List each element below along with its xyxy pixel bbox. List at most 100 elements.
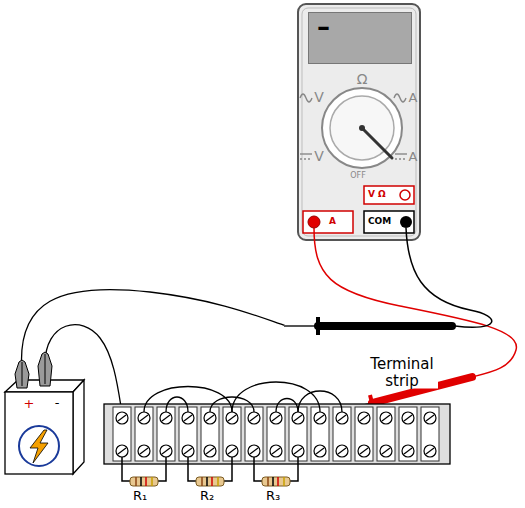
terminal	[289, 407, 307, 461]
terminal	[426, 415, 434, 421]
terminal-strip	[104, 404, 450, 464]
multimeter	[322, 88, 402, 168]
resistor-symbol	[196, 477, 224, 486]
terminal	[157, 407, 175, 461]
black-test-lead	[284, 325, 318, 327]
terminal	[358, 412, 370, 424]
terminal	[382, 415, 390, 421]
terminal	[206, 448, 214, 454]
terminal	[421, 407, 439, 461]
terminal	[179, 407, 197, 461]
polarity-mark: -	[55, 396, 60, 410]
dial-symbol	[395, 153, 407, 154]
terminal	[314, 445, 326, 457]
terminal	[336, 412, 348, 424]
dial-symbol	[300, 158, 312, 159]
terminal	[272, 448, 280, 454]
terminal	[314, 412, 326, 424]
resistor-symbol	[283, 477, 285, 486]
terminal	[113, 407, 131, 461]
terminal	[223, 407, 241, 461]
dial-symbol	[300, 94, 312, 102]
terminal	[421, 407, 439, 461]
terminal	[250, 415, 258, 421]
voltage-ohm-jack-text: V Ω	[368, 190, 386, 200]
terminal	[179, 407, 197, 461]
part-label: R₃	[266, 489, 280, 503]
terminal	[360, 448, 368, 454]
terminal	[426, 448, 434, 454]
alligator-clip	[15, 352, 52, 388]
multimeter	[330, 96, 394, 160]
terminal	[162, 448, 170, 454]
terminal	[118, 415, 126, 421]
terminal	[292, 412, 304, 424]
jack-panel	[303, 186, 414, 233]
terminal	[201, 407, 219, 461]
terminal	[226, 445, 238, 457]
dial-label: A	[409, 91, 418, 105]
voltage-ohm-jack: V Ω	[364, 186, 414, 204]
dial-label: V	[314, 149, 324, 164]
resistor-symbol	[188, 457, 232, 486]
terminal	[399, 407, 417, 461]
terminal	[272, 415, 280, 421]
dial-label: OFF	[350, 172, 366, 181]
resistor-symbol	[217, 477, 219, 486]
terminal	[355, 407, 373, 461]
terminal	[294, 415, 302, 421]
terminal	[377, 407, 395, 461]
multimeter	[298, 4, 420, 240]
black-test-lead	[400, 216, 412, 228]
resistor-symbol	[151, 477, 153, 486]
terminal	[338, 448, 346, 454]
resistor-symbol	[135, 477, 137, 486]
dial-symbol	[394, 94, 406, 102]
black-test-lead	[284, 216, 492, 335]
terminal	[248, 445, 260, 457]
jumper-wire	[166, 397, 188, 412]
resistor-symbol	[211, 477, 213, 486]
terminal	[162, 415, 170, 421]
jack-panel	[400, 190, 410, 200]
terminal	[226, 412, 238, 424]
terminal	[245, 407, 263, 461]
terminal	[292, 445, 304, 457]
terminal	[402, 412, 414, 424]
terminal-strip	[104, 404, 450, 464]
terminal	[270, 445, 282, 457]
terminal	[399, 407, 417, 461]
resistor-symbol	[254, 457, 298, 486]
terminal	[160, 412, 172, 424]
terminal	[182, 445, 194, 457]
terminal	[140, 448, 148, 454]
terminal	[336, 445, 348, 457]
terminal	[404, 415, 412, 421]
resistor-symbol	[130, 477, 158, 486]
terminal	[116, 412, 128, 424]
resistor-symbol	[145, 477, 147, 486]
resistor-symbol	[272, 477, 274, 486]
terminal	[138, 412, 150, 424]
terminal	[184, 448, 192, 454]
resistor-symbol	[122, 457, 298, 486]
terminal	[157, 407, 175, 461]
jumper-wire	[276, 399, 298, 413]
black-test-lead	[318, 322, 452, 330]
terminal	[201, 407, 219, 461]
common-jack: COM	[364, 211, 414, 233]
terminal	[184, 415, 192, 421]
terminal	[333, 407, 351, 461]
terminal	[294, 448, 302, 454]
current-jack-text: A	[329, 217, 336, 227]
dial-label: V	[314, 90, 324, 105]
alligator-clip	[22, 362, 23, 386]
part-label: R₁	[133, 489, 147, 503]
terminal	[360, 415, 368, 421]
terminal	[267, 407, 285, 461]
terminal	[377, 407, 395, 461]
battery	[73, 380, 84, 474]
black-test-lead	[406, 228, 492, 327]
jumper-wire	[298, 391, 342, 412]
resistor-symbol	[140, 477, 142, 486]
